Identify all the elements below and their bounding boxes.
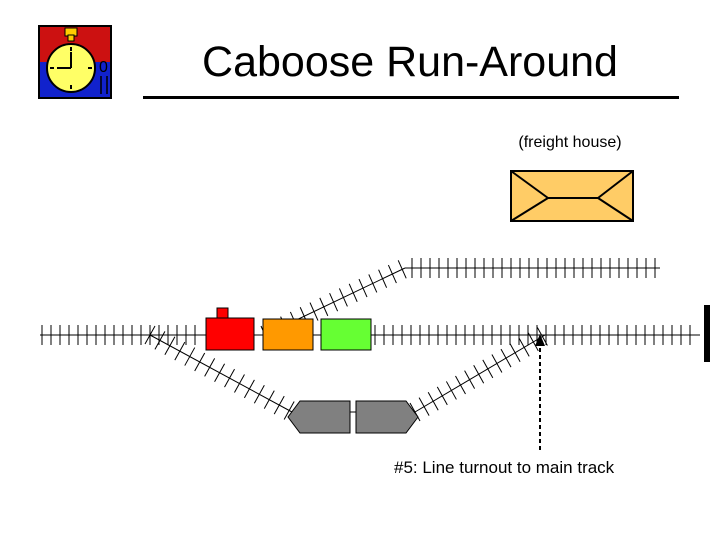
track-tie: [329, 292, 339, 312]
track-tie: [204, 358, 216, 377]
track-tie: [273, 395, 285, 415]
track-tie: [445, 381, 457, 400]
orange-car: [262, 318, 314, 351]
track-tie: [184, 347, 196, 366]
freight-house-label: (freight house): [518, 134, 622, 151]
freight-house-icon: [510, 170, 634, 222]
track-tie: [154, 331, 166, 350]
track-tie: [436, 386, 448, 406]
track-tie: [491, 354, 503, 373]
track-tie: [253, 385, 265, 404]
track-tie: [214, 363, 226, 382]
track-tie: [536, 327, 548, 346]
track-tie: [464, 370, 476, 389]
track-tie: [500, 348, 512, 368]
page-title: Caboose Run-Around: [202, 38, 618, 86]
track-tie: [509, 343, 521, 362]
track-tie: [243, 379, 255, 399]
track-tie: [263, 390, 275, 409]
track-tie: [348, 283, 358, 302]
caboose-left: [287, 400, 351, 434]
track-tie: [378, 269, 388, 288]
track-tie: [527, 332, 539, 352]
track-tie: [358, 278, 368, 298]
turnout-label: #5: Line turnout to main track: [394, 458, 615, 477]
freight-siding-track: [260, 258, 660, 345]
title-underline: [143, 96, 679, 99]
track-tie: [174, 341, 186, 361]
track-tie: [455, 375, 466, 395]
track-tie: [224, 368, 235, 388]
track-tie: [319, 297, 329, 317]
caboose-right: [355, 400, 419, 434]
track-tie: [418, 397, 430, 416]
track-tie: [473, 365, 485, 384]
track-tie: [283, 401, 295, 420]
dashed-arrow-icon: [535, 334, 545, 450]
bumper-block: [704, 305, 710, 362]
track-tie: [194, 352, 206, 372]
track-tie: [482, 359, 494, 379]
run-around-track: [144, 325, 548, 422]
track-tie: [144, 325, 156, 345]
track-tie: [397, 260, 407, 279]
track-tie: [234, 374, 245, 393]
track-tie: [427, 391, 439, 411]
track-tie: [387, 264, 397, 284]
green-car: [320, 318, 372, 351]
stopwatch-logo-icon: 0: [38, 25, 112, 99]
svg-text:0: 0: [99, 59, 108, 76]
track-tie: [368, 274, 378, 293]
track-tie: [309, 302, 319, 321]
track-tie: [338, 288, 348, 307]
track-tie: [409, 402, 421, 422]
track-tie: [164, 336, 176, 356]
track-tie: [518, 338, 530, 357]
locomotive: [205, 307, 255, 351]
